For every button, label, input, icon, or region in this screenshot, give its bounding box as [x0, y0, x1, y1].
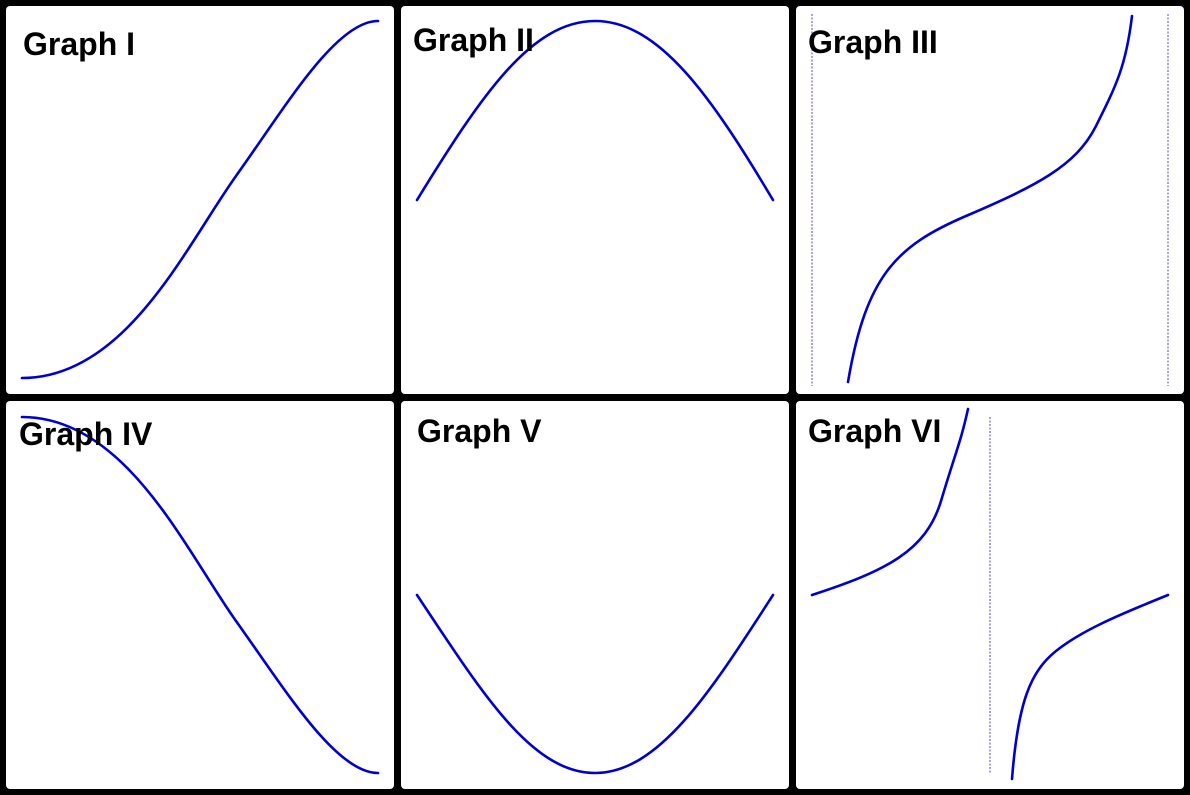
graph-2-label: Graph II	[413, 22, 534, 58]
panel-graph-5: Graph V	[401, 401, 789, 789]
graph-5-plot	[415, 593, 775, 775]
graph-2-plot	[415, 19, 775, 202]
graph-6-curve-left	[810, 407, 970, 597]
graph-3-plot	[811, 14, 1169, 386]
graph-6-curve-right	[1010, 593, 1170, 781]
graph-4-curve	[20, 415, 380, 775]
graph-5-label: Graph V	[417, 413, 542, 449]
graph-3-curve	[846, 14, 1134, 384]
graph-4-plot	[20, 415, 380, 775]
graph-1-plot	[20, 19, 380, 380]
graph-1-curve	[20, 19, 380, 380]
graph-6-plot	[810, 407, 1170, 781]
panel-graph-3: Graph III	[796, 6, 1184, 394]
graph-6-label: Graph VI	[808, 413, 942, 449]
graph-2-curve	[415, 19, 775, 202]
panel-graph-2: Graph II	[401, 6, 789, 394]
panel-graph-1: Graph I	[6, 6, 394, 394]
panel-graph-4: Graph IV	[6, 401, 394, 789]
graph-4-label: Graph IV	[19, 416, 153, 452]
graph-1-label: Graph I	[23, 26, 136, 62]
graph-5-curve	[415, 593, 775, 775]
graph-3-label: Graph III	[808, 24, 938, 60]
panel-graph-6: Graph VI	[796, 401, 1184, 789]
